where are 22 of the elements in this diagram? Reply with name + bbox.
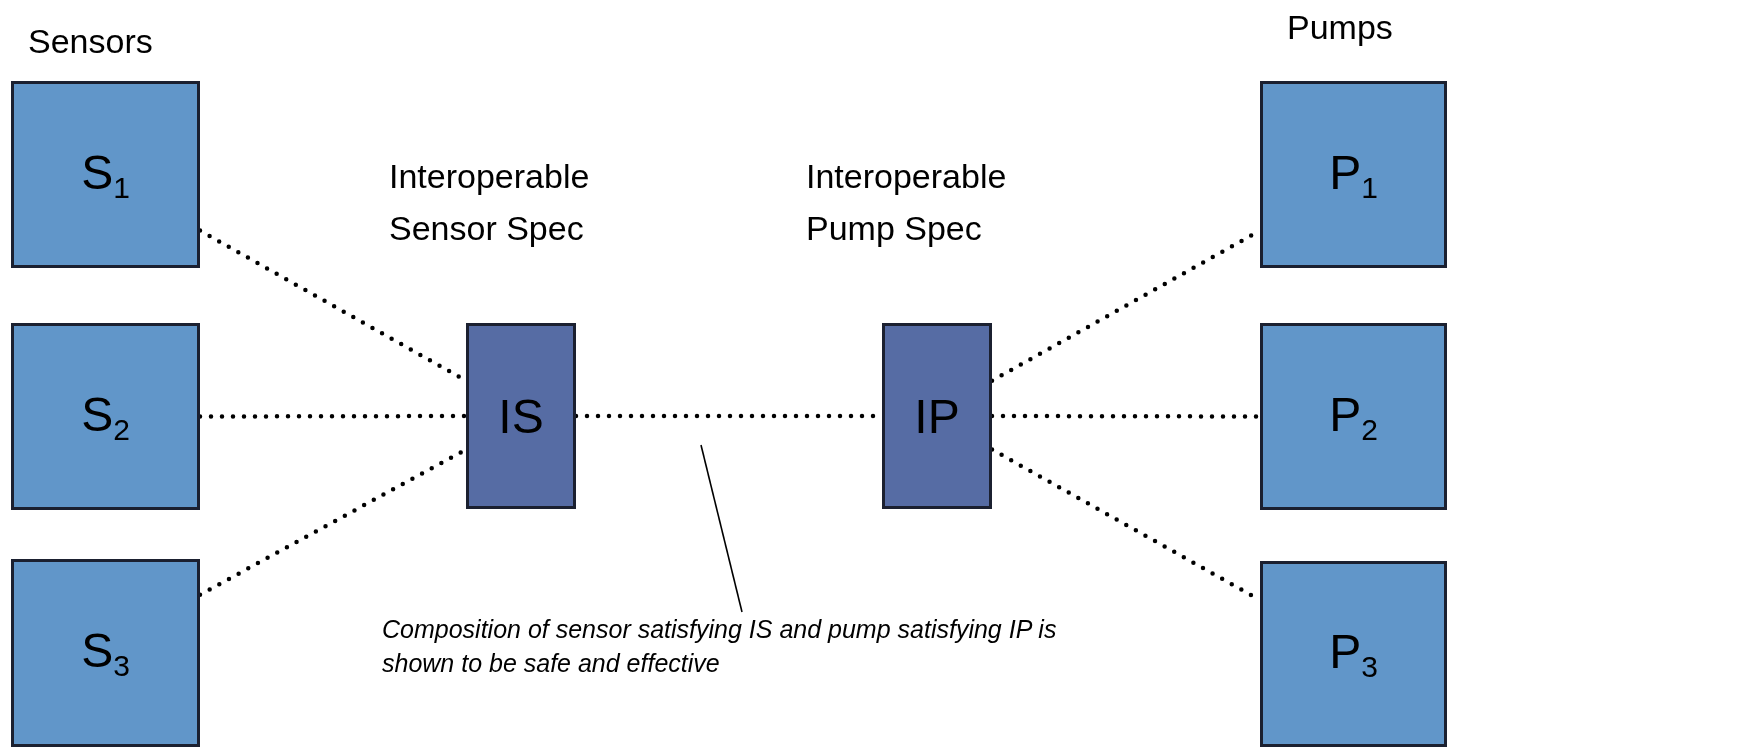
box-label: P$_{1}$ [1329,144,1378,205]
box-label: IP [914,388,960,444]
box-label: S$_{1}$ [81,144,130,205]
group-heading: Sensors [28,22,153,61]
device-box [1260,81,1447,268]
box-label: IS [498,388,544,444]
device-box [11,81,200,268]
device-box [1260,323,1447,510]
leader-line [700,444,743,613]
device-box [11,323,200,510]
spec-box [882,323,992,509]
box-label: P$_{3}$ [1329,624,1378,684]
group-heading: Pumps [1287,8,1393,47]
spec-box [466,323,576,509]
box-label: S$_{2}$ [81,386,130,447]
device-box [11,559,200,747]
box-label: P$_{2}$ [1329,386,1378,447]
spec-heading: Interoperable Pump Spec [806,156,1008,249]
box-label: S$_{3}$ [81,623,130,683]
note-text: Composition of sensor satisfying IS and pump satisfying IP is shown to be safe and effective [382,612,1102,680]
device-box [1260,561,1447,747]
spec-heading: Interoperable Sensor Spec [389,156,591,249]
